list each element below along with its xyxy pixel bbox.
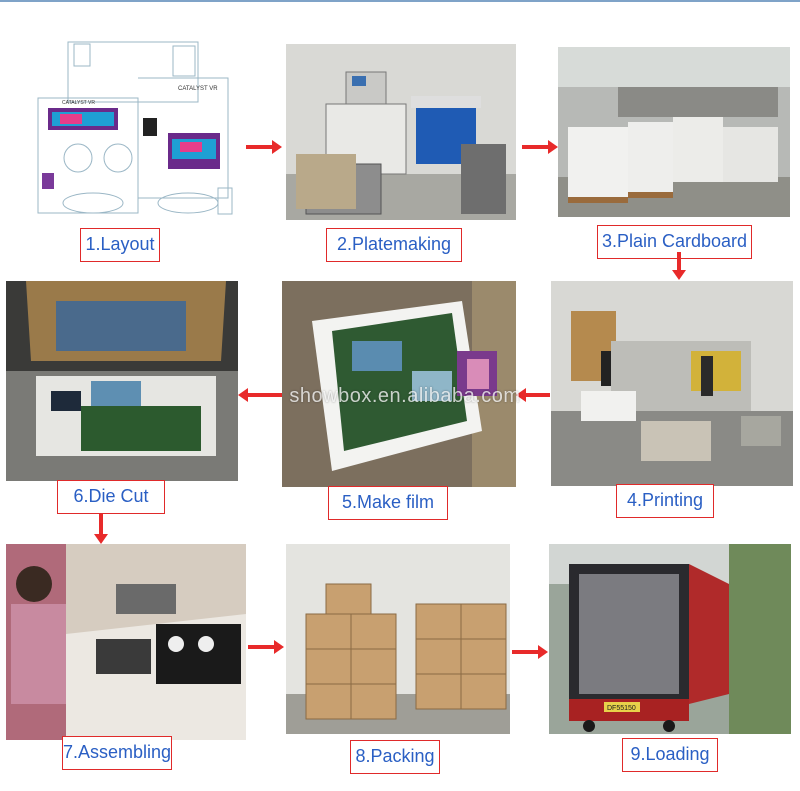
step-label-die-cut: 6.Die Cut [57,480,165,514]
arrow-icon [248,640,284,654]
photo-platemaking [286,44,516,220]
photo-packing [286,544,510,734]
arrow-icon [246,140,282,154]
step-label-assembling: 7.Assembling [62,736,172,770]
photo-make-film [282,281,516,487]
loading-scene: DF55150 [549,544,791,734]
layout-sheet-illustration: CATALYST VR CATALYST VR [18,38,246,218]
photo-die-cut [6,281,238,481]
step-label-loading: 9.Loading [622,738,718,772]
photo-plain-cardboard [558,47,790,217]
step-label-make-film: 5.Make film [328,486,448,520]
layout-brand-left: CATALYST VR [62,100,95,106]
photo-layout: CATALYST VR CATALYST VR [18,38,246,218]
printing-scene [551,281,793,486]
layout-brand-right: CATALYST VR [178,86,218,92]
cardboard-scene [558,47,790,217]
assembling-scene [6,544,246,740]
step-label-packing: 8.Packing [350,740,440,774]
arrow-icon [522,140,558,154]
step-label-printing: 4.Printing [616,484,714,518]
step-label-layout: 1.Layout [80,228,160,262]
container-number: DF55150 [607,705,636,712]
photo-assembling [6,544,246,740]
arrow-icon [672,252,686,280]
die-cut-scene [6,281,238,481]
watermark-text: showbox.en.alibaba.com [289,385,521,407]
platemaking-scene [286,44,516,220]
arrow-icon [512,645,548,659]
make-film-scene [282,281,516,487]
arrow-icon [94,514,108,544]
photo-loading: DF55150 [549,544,791,734]
arrow-icon [516,388,550,402]
packing-scene [286,544,510,734]
photo-printing [551,281,793,486]
top-border-line [0,0,800,2]
arrow-icon [238,388,282,402]
step-label-platemaking: 2.Platemaking [326,228,462,262]
step-label-plain-cardboard: 3.Plain Cardboard [597,225,752,259]
